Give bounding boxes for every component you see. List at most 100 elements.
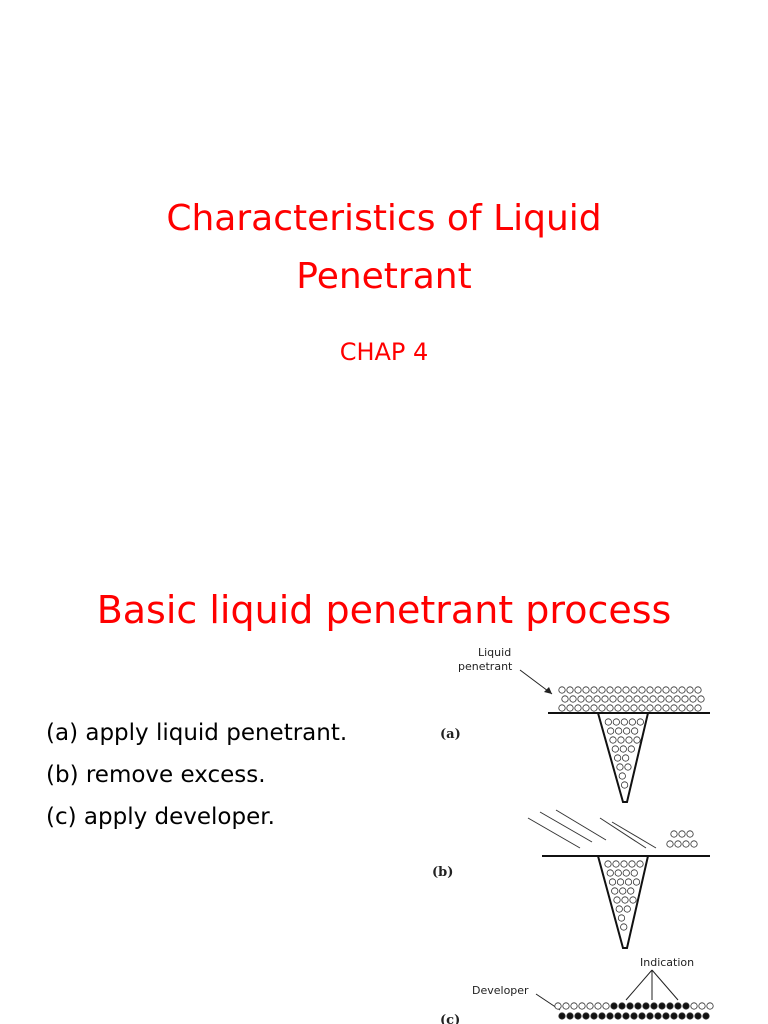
particle xyxy=(629,896,637,904)
particle xyxy=(650,1002,658,1010)
penetrant-particles xyxy=(604,830,698,931)
particle xyxy=(617,736,625,744)
particle xyxy=(636,860,644,868)
particle xyxy=(615,905,623,913)
label-penetrant: penetrant xyxy=(458,660,513,673)
particle xyxy=(630,1012,638,1020)
particle xyxy=(574,704,582,712)
wipe-arrow xyxy=(539,811,593,843)
particle xyxy=(625,695,633,703)
particle xyxy=(686,704,694,712)
particle xyxy=(623,727,631,735)
particle xyxy=(706,1002,714,1010)
particle xyxy=(627,745,635,753)
process-steps-list: (a) apply liquid penetrant. (b) remove e… xyxy=(46,716,347,842)
particle xyxy=(574,1012,582,1020)
indication-arrow xyxy=(651,969,679,1001)
particle xyxy=(631,727,639,735)
particle xyxy=(606,686,614,694)
particle xyxy=(638,704,646,712)
particle xyxy=(622,704,630,712)
particle xyxy=(612,860,620,868)
particle xyxy=(638,1012,646,1020)
particle xyxy=(578,1002,586,1010)
slide-1: Characteristics of Liquid Penetrant CHAP… xyxy=(0,190,768,366)
particle xyxy=(633,695,641,703)
particle xyxy=(569,695,577,703)
wipe-arrow xyxy=(555,809,607,841)
particle xyxy=(604,718,612,726)
particle xyxy=(682,840,690,848)
particle xyxy=(598,704,606,712)
particle xyxy=(628,718,636,726)
step-item: (b) remove excess. xyxy=(46,762,266,788)
particle xyxy=(616,878,625,886)
particle xyxy=(615,727,623,735)
particle xyxy=(620,860,628,868)
penetrant-process-diagram: Liquid penetrant (a) (b) Indication Deve… xyxy=(432,646,714,1024)
particle xyxy=(686,830,694,838)
particle xyxy=(606,869,614,877)
slide-subtitle: CHAP 4 xyxy=(339,338,429,366)
crack-outline xyxy=(596,712,650,803)
particle xyxy=(558,1012,566,1020)
wipe-arrow xyxy=(599,817,647,849)
particle xyxy=(662,686,670,694)
particle xyxy=(624,763,632,771)
particle xyxy=(628,860,636,868)
particle xyxy=(622,1012,630,1020)
particle xyxy=(642,1002,650,1010)
particle xyxy=(611,887,619,895)
title-line-1: Characteristics of Liquid xyxy=(166,198,602,239)
label-liquid: Liquid xyxy=(478,646,511,659)
penetrant-particles xyxy=(558,686,705,789)
particle xyxy=(674,840,682,848)
particle xyxy=(694,1012,702,1020)
particle xyxy=(617,914,626,922)
particle xyxy=(618,772,626,780)
particle xyxy=(582,1012,590,1020)
particle xyxy=(609,736,617,744)
particle xyxy=(654,1012,662,1020)
particle xyxy=(666,840,674,848)
particle xyxy=(606,1012,614,1020)
particle xyxy=(590,704,598,712)
particle xyxy=(610,1002,618,1010)
particle xyxy=(582,686,590,694)
step-item: (a) apply liquid penetrant. xyxy=(46,720,348,746)
particle xyxy=(554,1002,562,1010)
particle xyxy=(630,686,638,694)
label-c: (c) xyxy=(440,1013,460,1024)
particle xyxy=(654,686,662,694)
step-item: (c) apply developer. xyxy=(46,804,275,830)
particle xyxy=(609,695,617,703)
wipe-arrow xyxy=(527,817,581,849)
particle xyxy=(586,1002,594,1010)
label-indication: Indication xyxy=(640,956,694,969)
particle xyxy=(594,1002,602,1010)
particle xyxy=(607,727,615,735)
slide-2: Basic liquid penetrant process (a) apply… xyxy=(0,560,768,1024)
particle xyxy=(623,905,631,913)
crack-outline xyxy=(596,855,650,949)
slide-title: Characteristics of Liquid Penetrant xyxy=(0,190,768,306)
particle xyxy=(678,686,686,694)
particle xyxy=(673,695,681,703)
particle xyxy=(561,695,569,703)
particle xyxy=(612,718,620,726)
particle xyxy=(598,686,606,694)
particle xyxy=(641,695,649,703)
developer-particles xyxy=(554,1002,714,1020)
particle xyxy=(606,704,614,712)
particle xyxy=(632,878,641,886)
particle xyxy=(694,704,702,712)
particle xyxy=(646,686,654,694)
particle xyxy=(702,1012,710,1020)
particle xyxy=(614,1012,622,1020)
particle xyxy=(689,695,697,703)
particle xyxy=(662,704,670,712)
particle xyxy=(678,704,686,712)
particle xyxy=(625,736,633,744)
particle xyxy=(601,695,609,703)
particle xyxy=(634,1002,642,1010)
